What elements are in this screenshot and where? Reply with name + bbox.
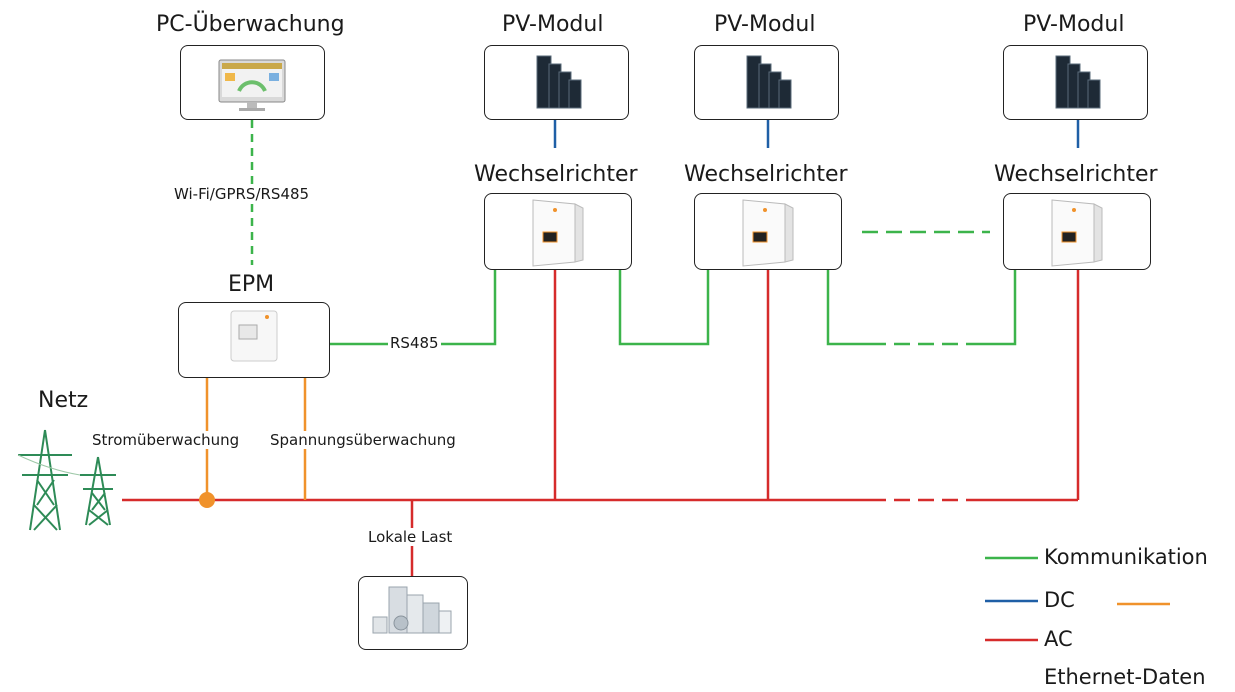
pv-module-box-2: [694, 45, 839, 120]
monitor-icon: [218, 59, 286, 111]
communication-lines: [250, 120, 1017, 346]
meter-icon: [230, 310, 278, 362]
legend-ac: AC: [1044, 627, 1073, 651]
inverter-icon: [532, 199, 584, 267]
local-load-label: Lokale Last: [366, 528, 455, 546]
epm-title: EPM: [228, 272, 275, 297]
appliances-icon: [372, 586, 452, 634]
pc-monitor-title: PC-Überwachung: [156, 12, 345, 37]
power-tower-icon: [17, 429, 116, 531]
dc-lines: [553, 120, 1080, 148]
ac-lines: [122, 270, 1080, 576]
inverter-title-2: Wechselrichter: [684, 162, 848, 187]
pv-module-box-1: [484, 45, 629, 120]
pv-module-title-2: PV-Modul: [714, 12, 816, 37]
inverter-box-1: [484, 193, 632, 270]
pv-module-title-3: PV-Modul: [1023, 12, 1125, 37]
pv-module-box-3: [1003, 45, 1148, 120]
solar-panel-icon: [536, 55, 582, 109]
inverter-icon: [1051, 199, 1103, 267]
legend-dc: DC: [1044, 588, 1075, 612]
inverter-title-1: Wechselrichter: [474, 162, 638, 187]
legend-ethernet: Ethernet-Daten: [1044, 665, 1206, 689]
inverter-title-3: Wechselrichter: [994, 162, 1158, 187]
grid-title: Netz: [38, 388, 89, 413]
pc-monitor-box: [180, 45, 325, 120]
inverter-icon: [742, 199, 794, 267]
rs485-label: RS485: [388, 334, 441, 352]
legend-communication: Kommunikation: [1044, 545, 1208, 569]
epm-box: [178, 302, 330, 378]
current-monitor-label: Stromüberwachung: [90, 431, 242, 449]
solar-panel-icon: [1055, 55, 1101, 109]
wifi-gprs-label: Wi-Fi/GPRS/RS485: [172, 185, 312, 203]
solar-panel-icon: [746, 55, 792, 109]
pv-module-title-1: PV-Modul: [502, 12, 604, 37]
inverter-box-2: [694, 193, 842, 270]
local-load-box: [358, 576, 468, 650]
current-sensor-dot: [199, 492, 215, 508]
voltage-monitor-label: Spannungsüberwachung: [268, 431, 458, 449]
inverter-box-3: [1003, 193, 1151, 270]
